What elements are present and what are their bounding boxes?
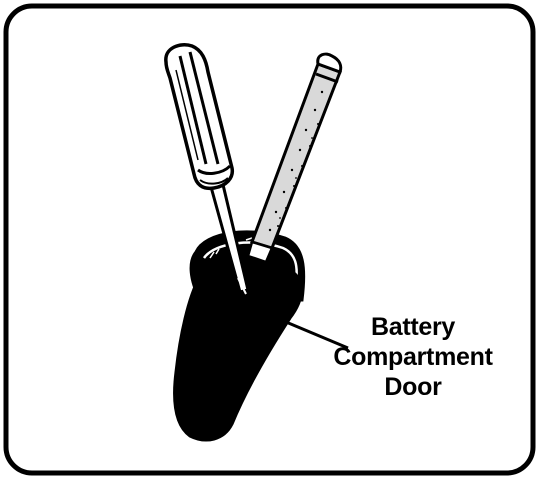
callout-line-2: Compartment: [318, 342, 508, 372]
callout-line-1: Battery: [318, 312, 508, 342]
callout-label: Battery Compartment Door: [318, 312, 508, 402]
callout-line-3: Door: [318, 372, 508, 402]
